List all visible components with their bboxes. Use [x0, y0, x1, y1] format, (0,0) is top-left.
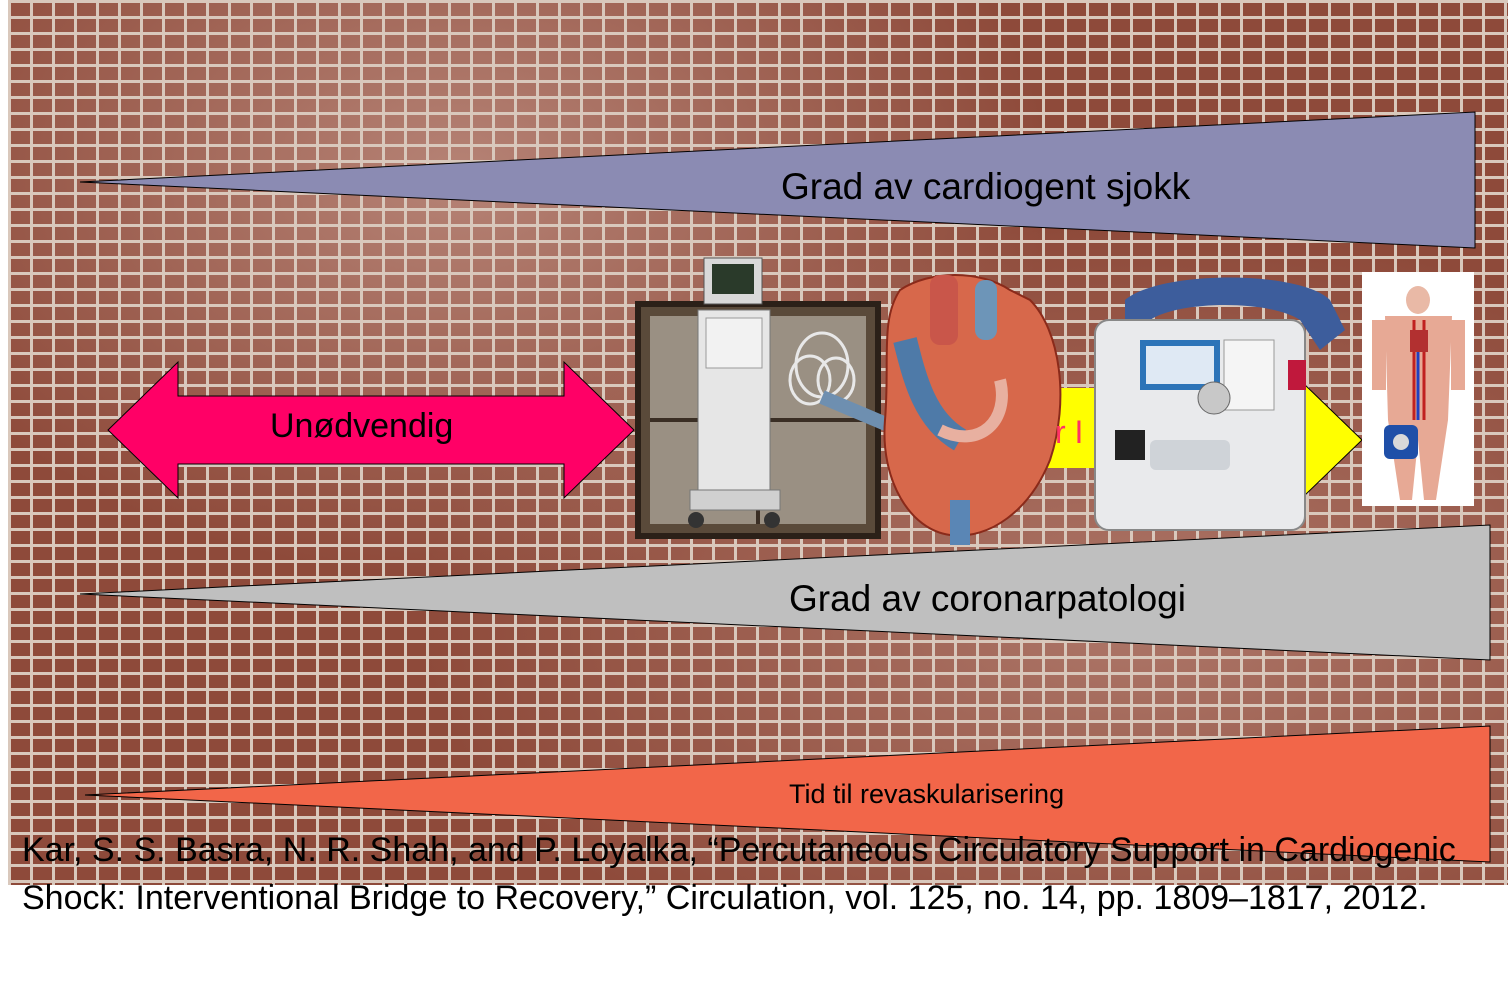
unnecessary-label: Unødvendig — [270, 407, 454, 445]
shock-wedge — [79, 111, 1476, 249]
ecmo-body-image — [1362, 272, 1474, 506]
ecmo-console-image — [1094, 277, 1345, 531]
reference-citation: Kar, S. S. Basra, N. R. Shah, and P. Loy… — [22, 831, 1456, 917]
unnecessary-double-arrow — [107, 360, 635, 500]
coronary-band-label: Grad av coronarpatologi — [789, 578, 1186, 619]
coronary-wedge — [79, 524, 1491, 661]
shock-band-label: Grad av cardiogent sjokk — [781, 166, 1191, 207]
time-band-label: Tid til revaskularisering — [789, 779, 1065, 809]
time-wedge — [84, 725, 1491, 863]
yellow-arrow-head — [1301, 380, 1363, 500]
iabp-console-image — [688, 257, 781, 528]
partial-hidden-label: r I — [1055, 414, 1083, 450]
impella-heart-image — [883, 274, 1062, 545]
